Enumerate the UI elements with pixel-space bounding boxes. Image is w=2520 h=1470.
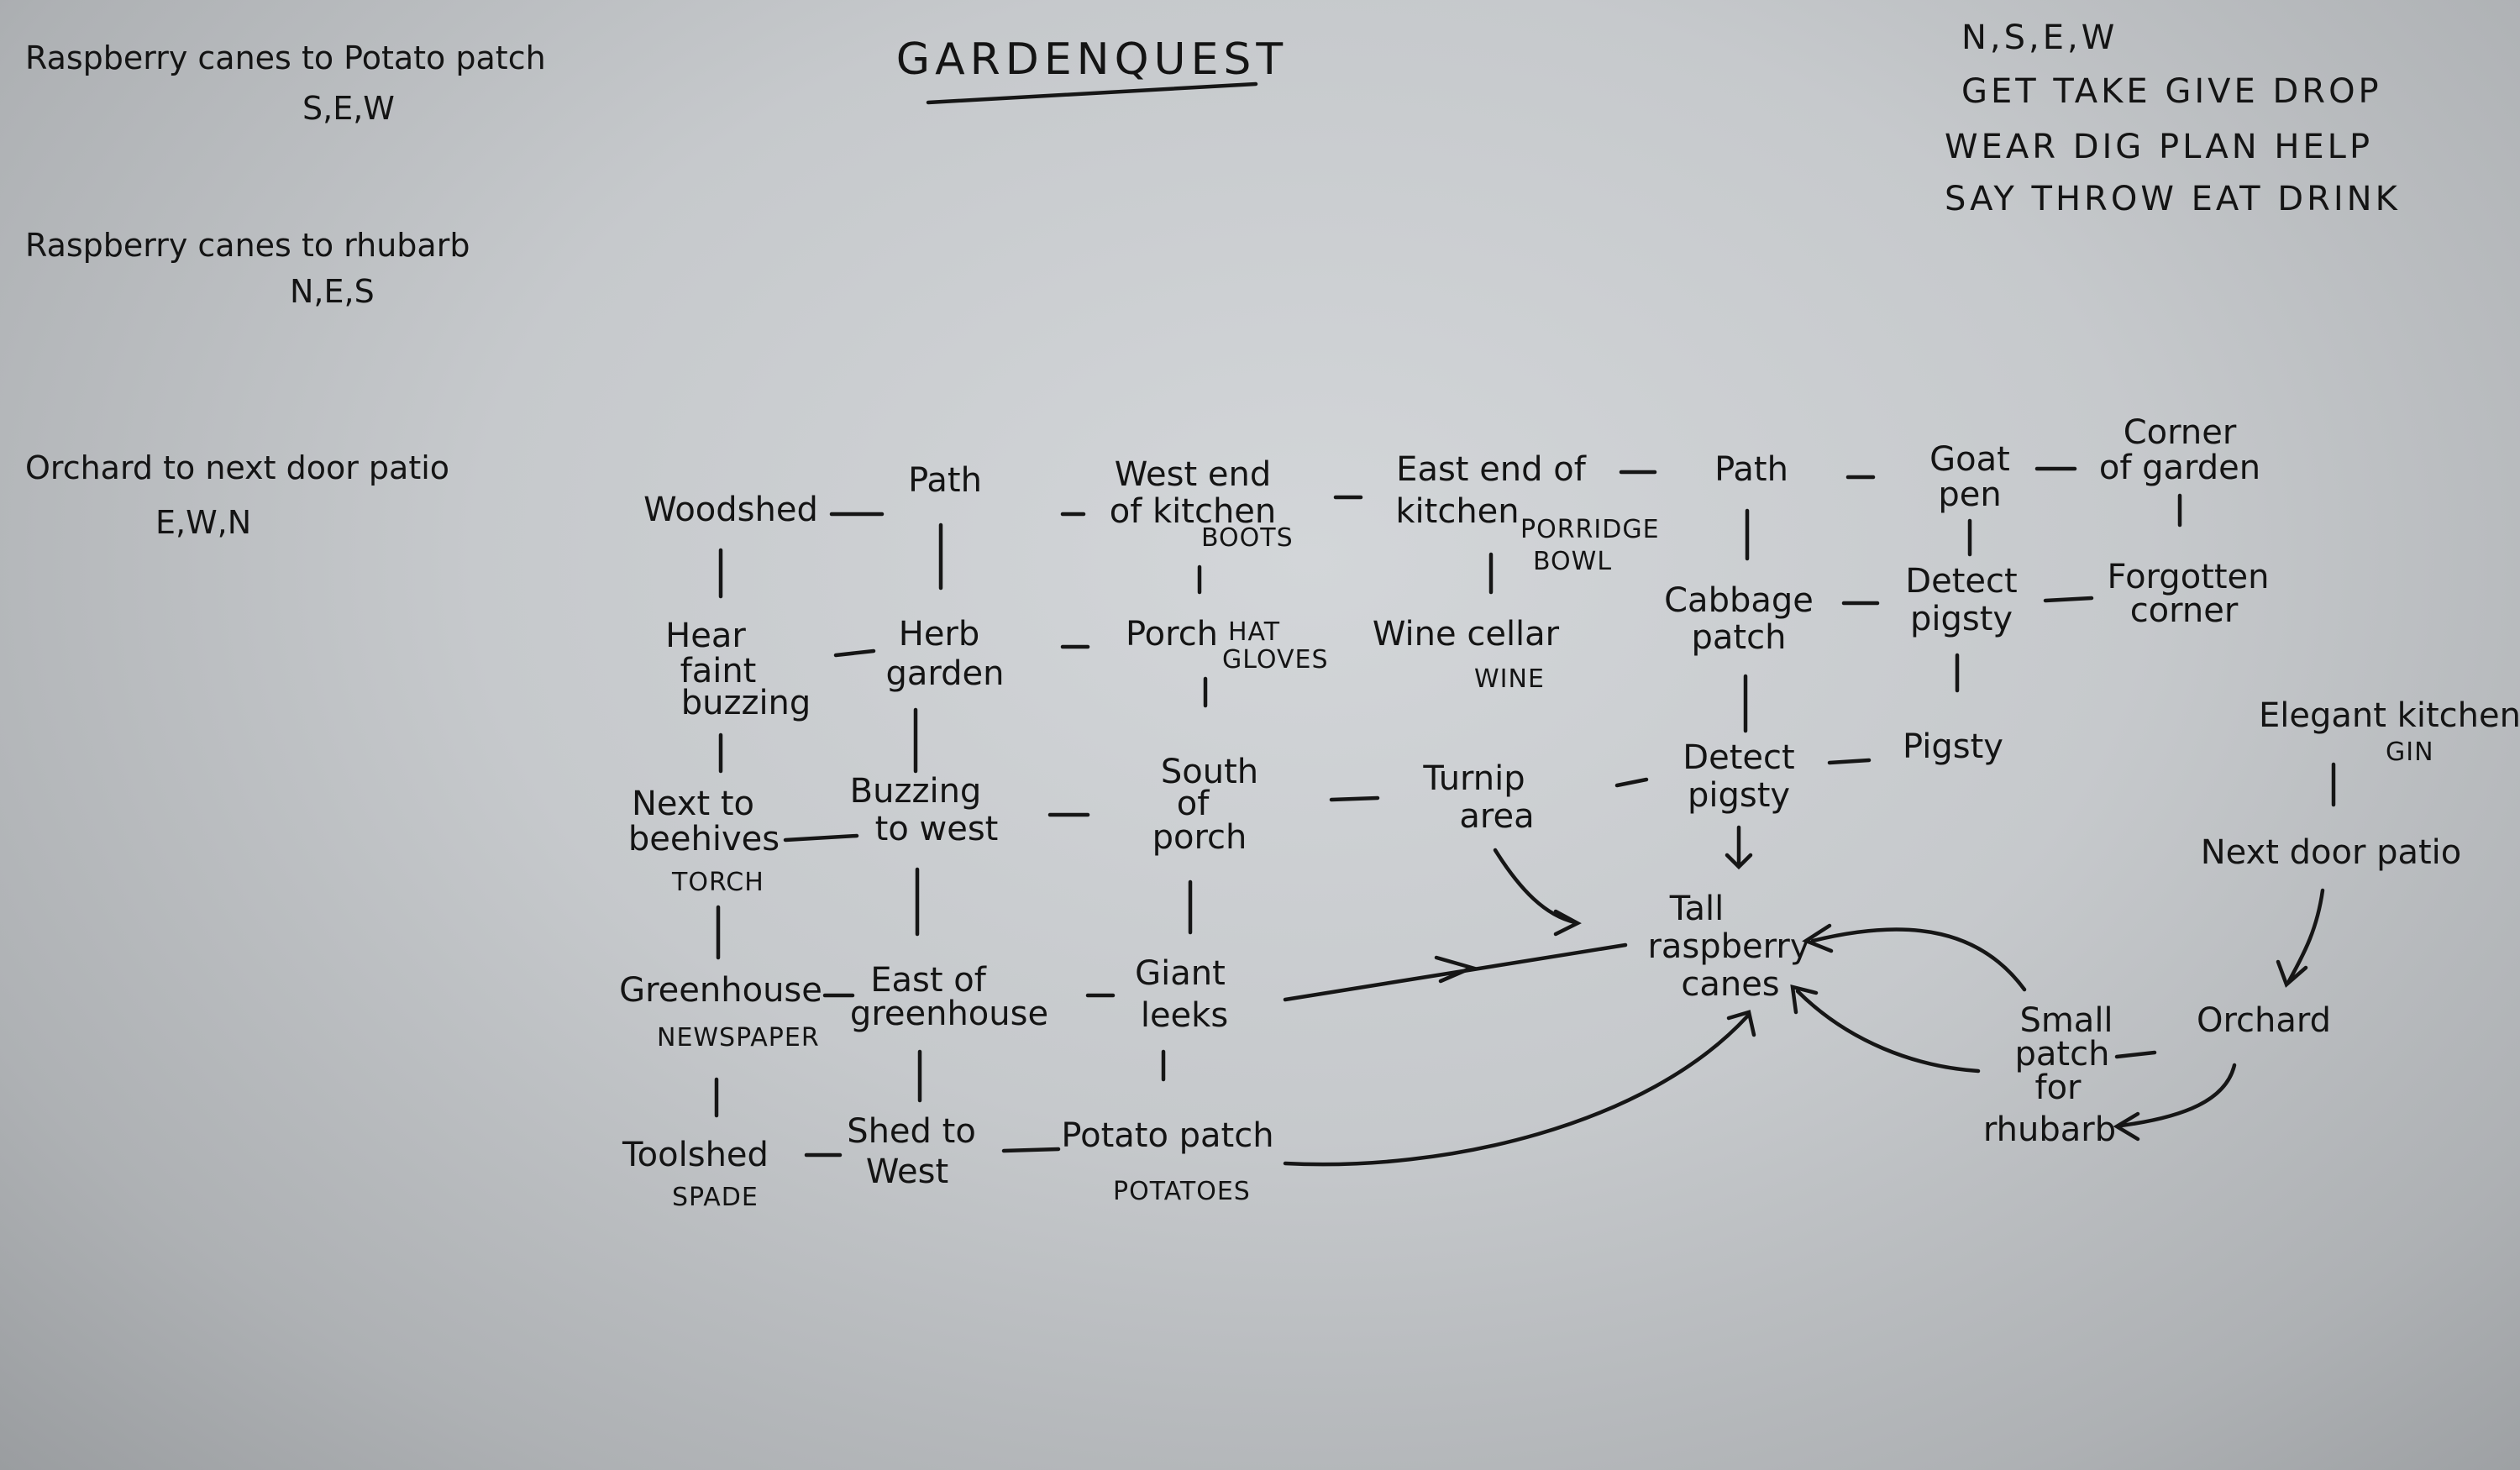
room-porch: Porch xyxy=(1126,615,1218,654)
room-hear-buzz-l3: buzzing xyxy=(681,684,811,722)
room-detect-pigsty-1-l2: pigsty xyxy=(1910,600,2013,638)
room-west-kitchen-l2: of kitchen xyxy=(1110,492,1277,531)
room-detect-pigsty-2-l1: Detect xyxy=(1683,738,1794,777)
room-leeks-l2: leeks xyxy=(1141,996,1228,1035)
room-turnip-l2: area xyxy=(1459,797,1534,836)
room-rhubarb-l4: rhubarb xyxy=(1983,1110,2116,1149)
room-cabbage-l1: Cabbage xyxy=(1664,581,1814,620)
room-orchard: Orchard xyxy=(2197,1001,2331,1040)
room-potato-patch: Potato patch xyxy=(1061,1116,1273,1155)
room-goat-pen-l1: Goat xyxy=(1929,440,2010,479)
room-path-1: Path xyxy=(908,461,982,500)
room-goat-pen-l2: pen xyxy=(1938,475,2001,514)
item-gloves: GLOVES xyxy=(1222,645,1329,675)
arrow-potato-to-raspberry xyxy=(1283,1014,1750,1167)
room-hear-buzz-l2: faint xyxy=(680,652,757,690)
room-turnip-l1: Turnip xyxy=(1422,759,1525,798)
room-rhubarb-l3: for xyxy=(2035,1068,2082,1107)
item-porridge: PORRIDGE xyxy=(1520,515,1660,544)
room-forgotten-l2: corner xyxy=(2130,591,2239,630)
room-beehives-l1: Next to xyxy=(632,785,754,823)
room-elegant-kitchen: Elegant kitchen xyxy=(2259,696,2520,735)
item-bowl: BOWL xyxy=(1533,547,1612,576)
room-forgotten-l1: Forgotten xyxy=(2108,558,2270,596)
room-shed-west-l2: West xyxy=(866,1152,948,1191)
room-east-green-l1: East of xyxy=(870,961,986,1000)
room-detect-pigsty-1-l1: Detect xyxy=(1905,562,2017,601)
command-line-2: GET TAKE GIVE DROP xyxy=(1961,72,2382,111)
arrow-patio-to-orchard xyxy=(2286,888,2325,984)
room-shed-west-l1: Shed to xyxy=(847,1112,976,1151)
arrow-leeks-to-raspberry xyxy=(1283,942,1628,1002)
room-rhubarb-l2: patch xyxy=(2015,1035,2110,1074)
item-newspaper: NEWSPAPER xyxy=(657,1023,820,1053)
room-east-kitchen-l1: East end of xyxy=(1396,450,1587,489)
room-east-green-l2: greenhouse xyxy=(850,995,1048,1033)
item-spade: SPADE xyxy=(672,1183,759,1212)
note-2-text: Raspberry canes to rhubarb xyxy=(25,227,470,264)
room-east-kitchen-l2: kitchen xyxy=(1395,492,1519,531)
room-next-door-patio: Next door patio xyxy=(2201,833,2462,872)
room-path-2: Path xyxy=(1714,450,1788,489)
room-buzz-west-l2: to west xyxy=(875,810,999,848)
room-south-porch-l1: South xyxy=(1161,753,1258,791)
item-boots: BOOTS xyxy=(1201,523,1294,553)
command-line-3: WEAR DIG PLAN HELP xyxy=(1945,128,2373,166)
map-title: GARDENQUEST xyxy=(896,34,1288,85)
command-line-4: SAY THROW EAT DRINK xyxy=(1945,180,2401,218)
item-gin: GIN xyxy=(2386,738,2434,767)
room-hear-buzz-l1: Hear xyxy=(665,617,746,655)
arrow-turnip-to-raspberry xyxy=(1493,848,1578,925)
room-buzz-west-l1: Buzzing xyxy=(850,772,982,811)
room-woodshed: Woodshed xyxy=(643,491,818,529)
note-2-dirs: N,E,S xyxy=(290,273,375,310)
command-line-1: N,S,E,W xyxy=(1961,18,2118,57)
room-detect-pigsty-2-l2: pigsty xyxy=(1688,776,1790,815)
note-1-dirs: S,E,W xyxy=(302,90,395,127)
arrow-orchard-to-rhubarb xyxy=(2118,1063,2237,1128)
note-3-text: Orchard to next door patio xyxy=(25,449,449,486)
arrow-rhubarb-to-raspberry-upper xyxy=(1810,927,2027,992)
room-corner-l1: Corner xyxy=(2124,413,2237,452)
room-greenhouse: Greenhouse xyxy=(619,971,822,1010)
room-cabbage-l2: patch xyxy=(1692,618,1787,657)
room-south-porch-l2: of xyxy=(1177,785,1210,823)
item-torch: TORCH xyxy=(671,868,764,897)
room-wine-cellar: Wine cellar xyxy=(1373,615,1560,654)
item-hat: HAT xyxy=(1228,617,1280,647)
room-beehives-l2: beehives xyxy=(628,820,780,858)
note-3-dirs: E,W,N xyxy=(155,504,251,541)
room-south-porch-l3: porch xyxy=(1152,818,1247,857)
room-raspberry-l2: raspberry xyxy=(1647,927,1809,966)
room-herb-l2: garden xyxy=(886,654,1005,693)
room-leeks-l1: Giant xyxy=(1135,954,1226,993)
room-raspberry-l3: canes xyxy=(1681,965,1779,1004)
room-west-kitchen-l1: West end xyxy=(1115,455,1271,494)
room-corner-l2: of garden xyxy=(2099,449,2260,487)
title-underline xyxy=(926,81,1258,105)
room-raspberry-l1: Tall xyxy=(1669,890,1725,928)
room-toolshed: Toolshed xyxy=(622,1136,769,1174)
arrow-rhubarb-to-raspberry-lower xyxy=(1795,989,1981,1074)
room-rhubarb-l1: Small xyxy=(2019,1001,2113,1040)
item-wine: WINE xyxy=(1474,664,1545,694)
room-pigsty: Pigsty xyxy=(1903,727,2003,766)
item-potatoes: POTATOES xyxy=(1113,1177,1251,1206)
room-herb-l1: Herb xyxy=(899,615,980,654)
note-1-text: Raspberry canes to Potato patch xyxy=(25,39,546,76)
